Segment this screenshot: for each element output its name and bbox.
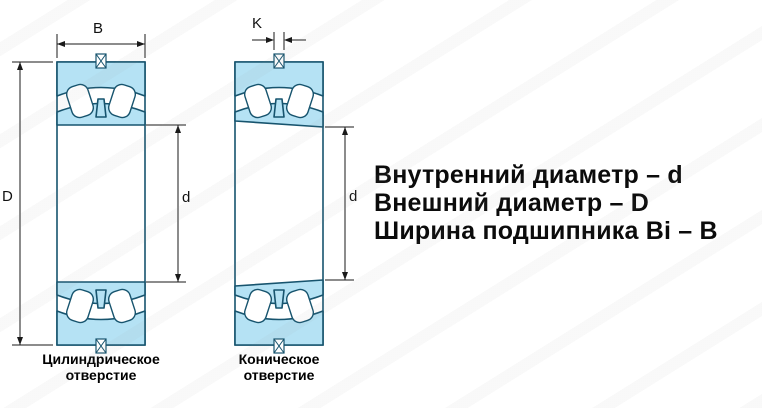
caption-cylindrical-bore: Цилиндрическое отверстие: [26, 351, 176, 383]
caption-line: отверстие: [243, 367, 315, 383]
dimension-K: [252, 32, 306, 50]
dim-label-B: B: [93, 20, 104, 37]
dimension-d-left: [146, 124, 186, 283]
legend-inner-diameter: Внутренний диаметр – d: [374, 161, 683, 189]
bearing-cylindrical-section: [56, 53, 146, 354]
dimension-D: [12, 61, 53, 346]
bearing-tapered-section: [234, 53, 324, 354]
caption-line: отверстие: [65, 367, 137, 383]
dim-label-d-right: d: [349, 188, 358, 205]
dimension-d-right: [325, 126, 354, 281]
legend-width: Ширина подшипника Bi – B: [374, 217, 718, 245]
dim-label-d-left: d: [182, 189, 191, 206]
caption-line: Цилиндрическое: [42, 351, 160, 367]
dim-label-K: K: [252, 15, 263, 32]
dim-label-D: D: [2, 188, 13, 205]
caption-tapered-bore: Коническое отверстие: [204, 351, 354, 383]
legend-text: Внутренний диаметр – d Внешний диаметр –…: [374, 161, 718, 245]
caption-line: Коническое: [238, 351, 320, 367]
legend-outer-diameter: Внешний диаметр – D: [374, 189, 650, 217]
dimension-B: [56, 34, 146, 58]
